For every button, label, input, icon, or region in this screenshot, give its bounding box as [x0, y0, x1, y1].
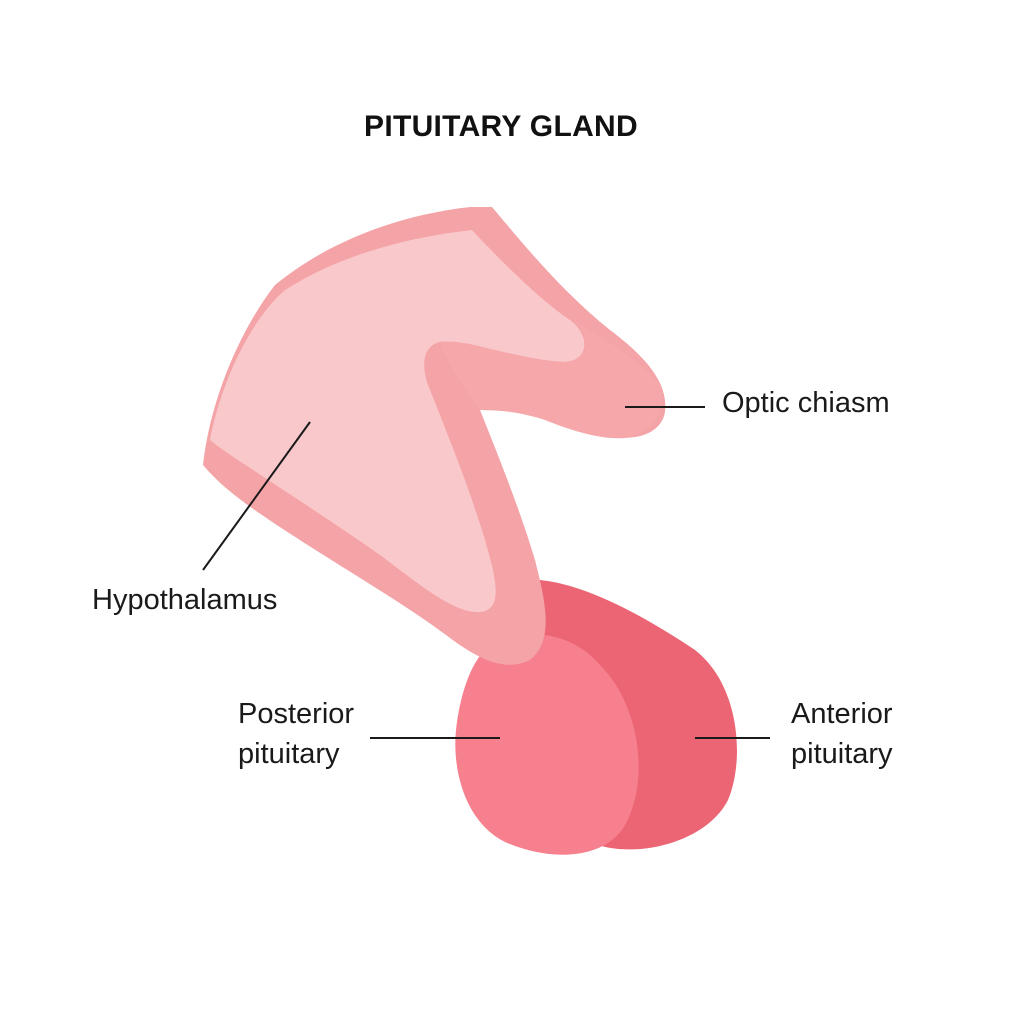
- hypothalamus-inner-shape: [210, 230, 585, 613]
- posterior-pituitary-label: Posterior pituitary: [238, 694, 354, 774]
- anterior-pituitary-label-line2: pituitary: [791, 738, 893, 770]
- optic-chiasm-shape: [440, 320, 663, 439]
- optic-chiasm-label-text: Optic chiasm: [722, 387, 890, 419]
- diagram-title: PITUITARY GLAND: [364, 110, 638, 143]
- posterior-pituitary-label-line2: pituitary: [238, 738, 340, 770]
- posterior-pituitary-label-line1: Posterior: [238, 698, 355, 730]
- hypothalamus-label-text: Hypothalamus: [92, 584, 278, 616]
- optic-chiasm-label: Optic chiasm: [722, 383, 890, 423]
- posterior-pituitary-shape: [455, 634, 639, 855]
- anterior-pituitary-label: Anterior pituitary: [791, 694, 893, 774]
- anterior-pituitary-label-line1: Anterior: [791, 698, 893, 730]
- hypothalamus-leader-line: [202, 421, 311, 571]
- hypothalamus-label: Hypothalamus: [92, 580, 277, 620]
